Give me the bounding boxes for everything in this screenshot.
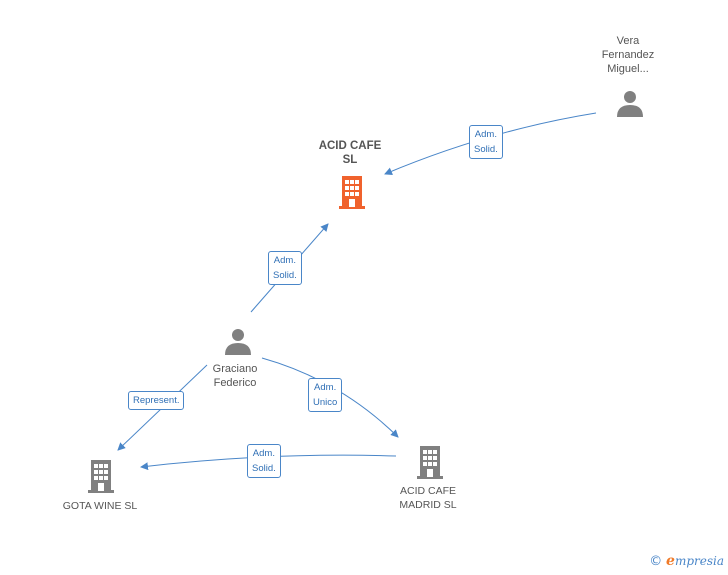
node-label-acid-cafe-sl[interactable]: ACID CAFE SL [318, 140, 382, 166]
person-icon[interactable] [223, 326, 253, 356]
empresia-logo: © empresia [649, 553, 724, 569]
node-label-graciano-federico[interactable]: Graciano Federico [212, 363, 258, 389]
node-label-gota-wine-sl[interactable]: GOTA WINE SL [62, 500, 138, 512]
building-icon[interactable] [336, 175, 368, 209]
edge-label-graciano-adm-solid[interactable]: Adm. Solid. [268, 251, 302, 285]
edge-label-graciano-represent[interactable]: Represent. [128, 391, 185, 410]
building-icon[interactable] [85, 459, 117, 493]
edge-label-graciano-adm-unico[interactable]: Adm. Unico [308, 378, 343, 412]
copyright-icon: © [649, 554, 663, 569]
brand-name: mpresia [674, 554, 724, 568]
building-icon[interactable] [414, 445, 446, 479]
person-icon[interactable] [615, 88, 645, 118]
brand-initial: e [666, 553, 675, 569]
node-label-vera-fernandez[interactable]: Vera Fernandez Miguel... [601, 35, 655, 75]
edge-label-vera-adm-solid[interactable]: Adm. Solid. [469, 125, 503, 159]
node-label-acid-cafe-madrid-sl[interactable]: ACID CAFE MADRID SL [399, 485, 457, 511]
edge-label-madrid-adm-solid[interactable]: Adm. Solid. [247, 444, 281, 478]
